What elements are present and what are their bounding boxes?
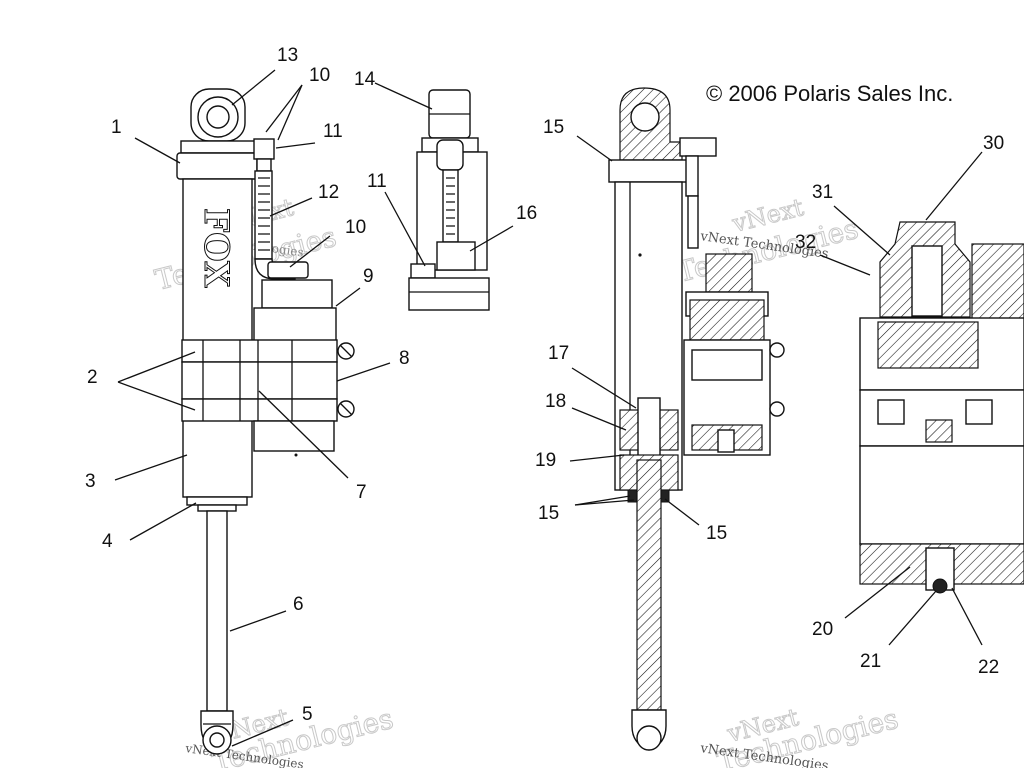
section-hose-ferrule bbox=[685, 155, 699, 197]
callout-30: 30 bbox=[983, 133, 1004, 154]
lower-eyelet-bore bbox=[209, 732, 225, 748]
callout-12: 12 bbox=[318, 182, 339, 203]
callout-15: 15 bbox=[543, 117, 564, 138]
section-banjo bbox=[679, 137, 717, 157]
section-top-cap bbox=[608, 159, 688, 183]
bumper bbox=[197, 504, 237, 512]
callout-16: 16 bbox=[516, 203, 537, 224]
section-hose bbox=[687, 195, 699, 249]
callout-8: 8 bbox=[399, 348, 410, 369]
detail-base bbox=[408, 277, 490, 311]
callout-5: 5 bbox=[302, 704, 313, 725]
callout-11: 11 bbox=[323, 121, 343, 142]
callout-7: 7 bbox=[356, 482, 367, 503]
section-lower-bore bbox=[636, 725, 662, 751]
detail-fitting bbox=[436, 241, 476, 271]
hose-ferrule bbox=[256, 158, 272, 172]
callout-4: 4 bbox=[102, 531, 113, 552]
callout-3: 3 bbox=[85, 471, 96, 492]
callout-21: 21 bbox=[860, 651, 881, 672]
leader-lines bbox=[114, 69, 983, 747]
banjo-lower bbox=[267, 261, 309, 279]
callout-15: 15 bbox=[538, 503, 559, 524]
callout-2: 2 bbox=[87, 367, 98, 388]
reservoir-top bbox=[253, 307, 337, 343]
section-eyelet-bore bbox=[630, 102, 660, 132]
piston-nut bbox=[637, 397, 661, 461]
callout-15: 15 bbox=[706, 523, 727, 544]
section-shaft bbox=[636, 459, 662, 711]
reservoir-detail bbox=[408, 89, 490, 311]
left-shock-assembly: FOX bbox=[176, 88, 355, 755]
callout-20: 20 bbox=[812, 619, 833, 640]
callout-10: 10 bbox=[345, 217, 366, 238]
reservoir-body bbox=[253, 420, 335, 452]
detail-banjo bbox=[436, 139, 464, 171]
callout-13: 13 bbox=[277, 45, 298, 66]
callout-1: 1 bbox=[111, 117, 122, 138]
copyright-notice: © 2006 Polaris Sales Inc. bbox=[706, 81, 953, 106]
callout-18: 18 bbox=[545, 391, 566, 412]
top-cap bbox=[180, 140, 256, 154]
reservoir-cap bbox=[261, 279, 333, 309]
hose-braid bbox=[258, 177, 270, 251]
section-res-valve bbox=[689, 299, 765, 341]
callout-9: 9 bbox=[363, 266, 374, 287]
detail-hose bbox=[442, 169, 459, 243]
section-res-piston bbox=[691, 349, 763, 381]
section-res-cap bbox=[705, 253, 753, 293]
callout-11: 11 bbox=[367, 171, 387, 192]
callout-6: 6 bbox=[293, 594, 304, 615]
shock-body bbox=[182, 178, 253, 498]
callout-31: 31 bbox=[812, 182, 833, 203]
cutaway-lower-body bbox=[859, 445, 1024, 545]
callout-17: 17 bbox=[548, 343, 569, 364]
right-reservoir-section bbox=[859, 221, 1024, 594]
callout-19: 19 bbox=[535, 450, 556, 471]
detail-nut bbox=[410, 263, 436, 279]
clamp-band-lower bbox=[181, 398, 338, 422]
eyelet-bore bbox=[206, 105, 230, 129]
seal-head bbox=[186, 496, 248, 506]
cutaway-spool bbox=[911, 245, 943, 317]
top-cap-ring bbox=[176, 152, 258, 180]
callout-22: 22 bbox=[978, 657, 999, 678]
clamp-bracket bbox=[181, 361, 338, 400]
middle-shock-section bbox=[608, 87, 785, 751]
clamp-band-upper bbox=[181, 339, 338, 363]
callout-14: 14 bbox=[354, 69, 376, 90]
cutaway-valve-stack bbox=[877, 321, 979, 369]
banjo-fitting bbox=[253, 138, 275, 160]
callout-labels: 13 10 14 1 11 12 11 16 10 9 2 8 3 7 4 6 … bbox=[85, 45, 1004, 725]
callout-32: 32 bbox=[795, 232, 816, 253]
brand-mark: FOX bbox=[196, 208, 236, 288]
reservoir-hose bbox=[254, 170, 273, 260]
callout-10: 10 bbox=[309, 65, 330, 86]
shock-shaft bbox=[206, 510, 228, 712]
